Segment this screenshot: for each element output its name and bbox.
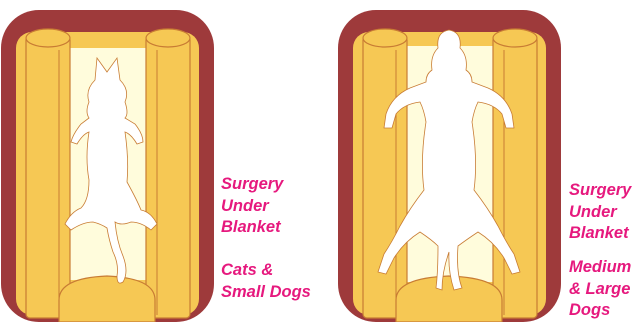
caption-right-surgery: Surgery Under Blanket (569, 180, 631, 245)
caption-left-surgery: Surgery Under Blanket (221, 174, 283, 239)
left-rail (363, 29, 407, 318)
caption-right-animals: Medium & Large Dogs (569, 257, 631, 322)
caption-left-animals: Cats & Small Dogs (221, 260, 311, 303)
cushion-arch (396, 276, 502, 322)
right-rail (493, 29, 537, 318)
cat-positioning-diagram (1, 10, 214, 322)
dog-positioning-diagram (338, 10, 561, 322)
right-rail (146, 29, 190, 318)
left-rail (26, 29, 70, 318)
cushion-arch (59, 276, 155, 322)
